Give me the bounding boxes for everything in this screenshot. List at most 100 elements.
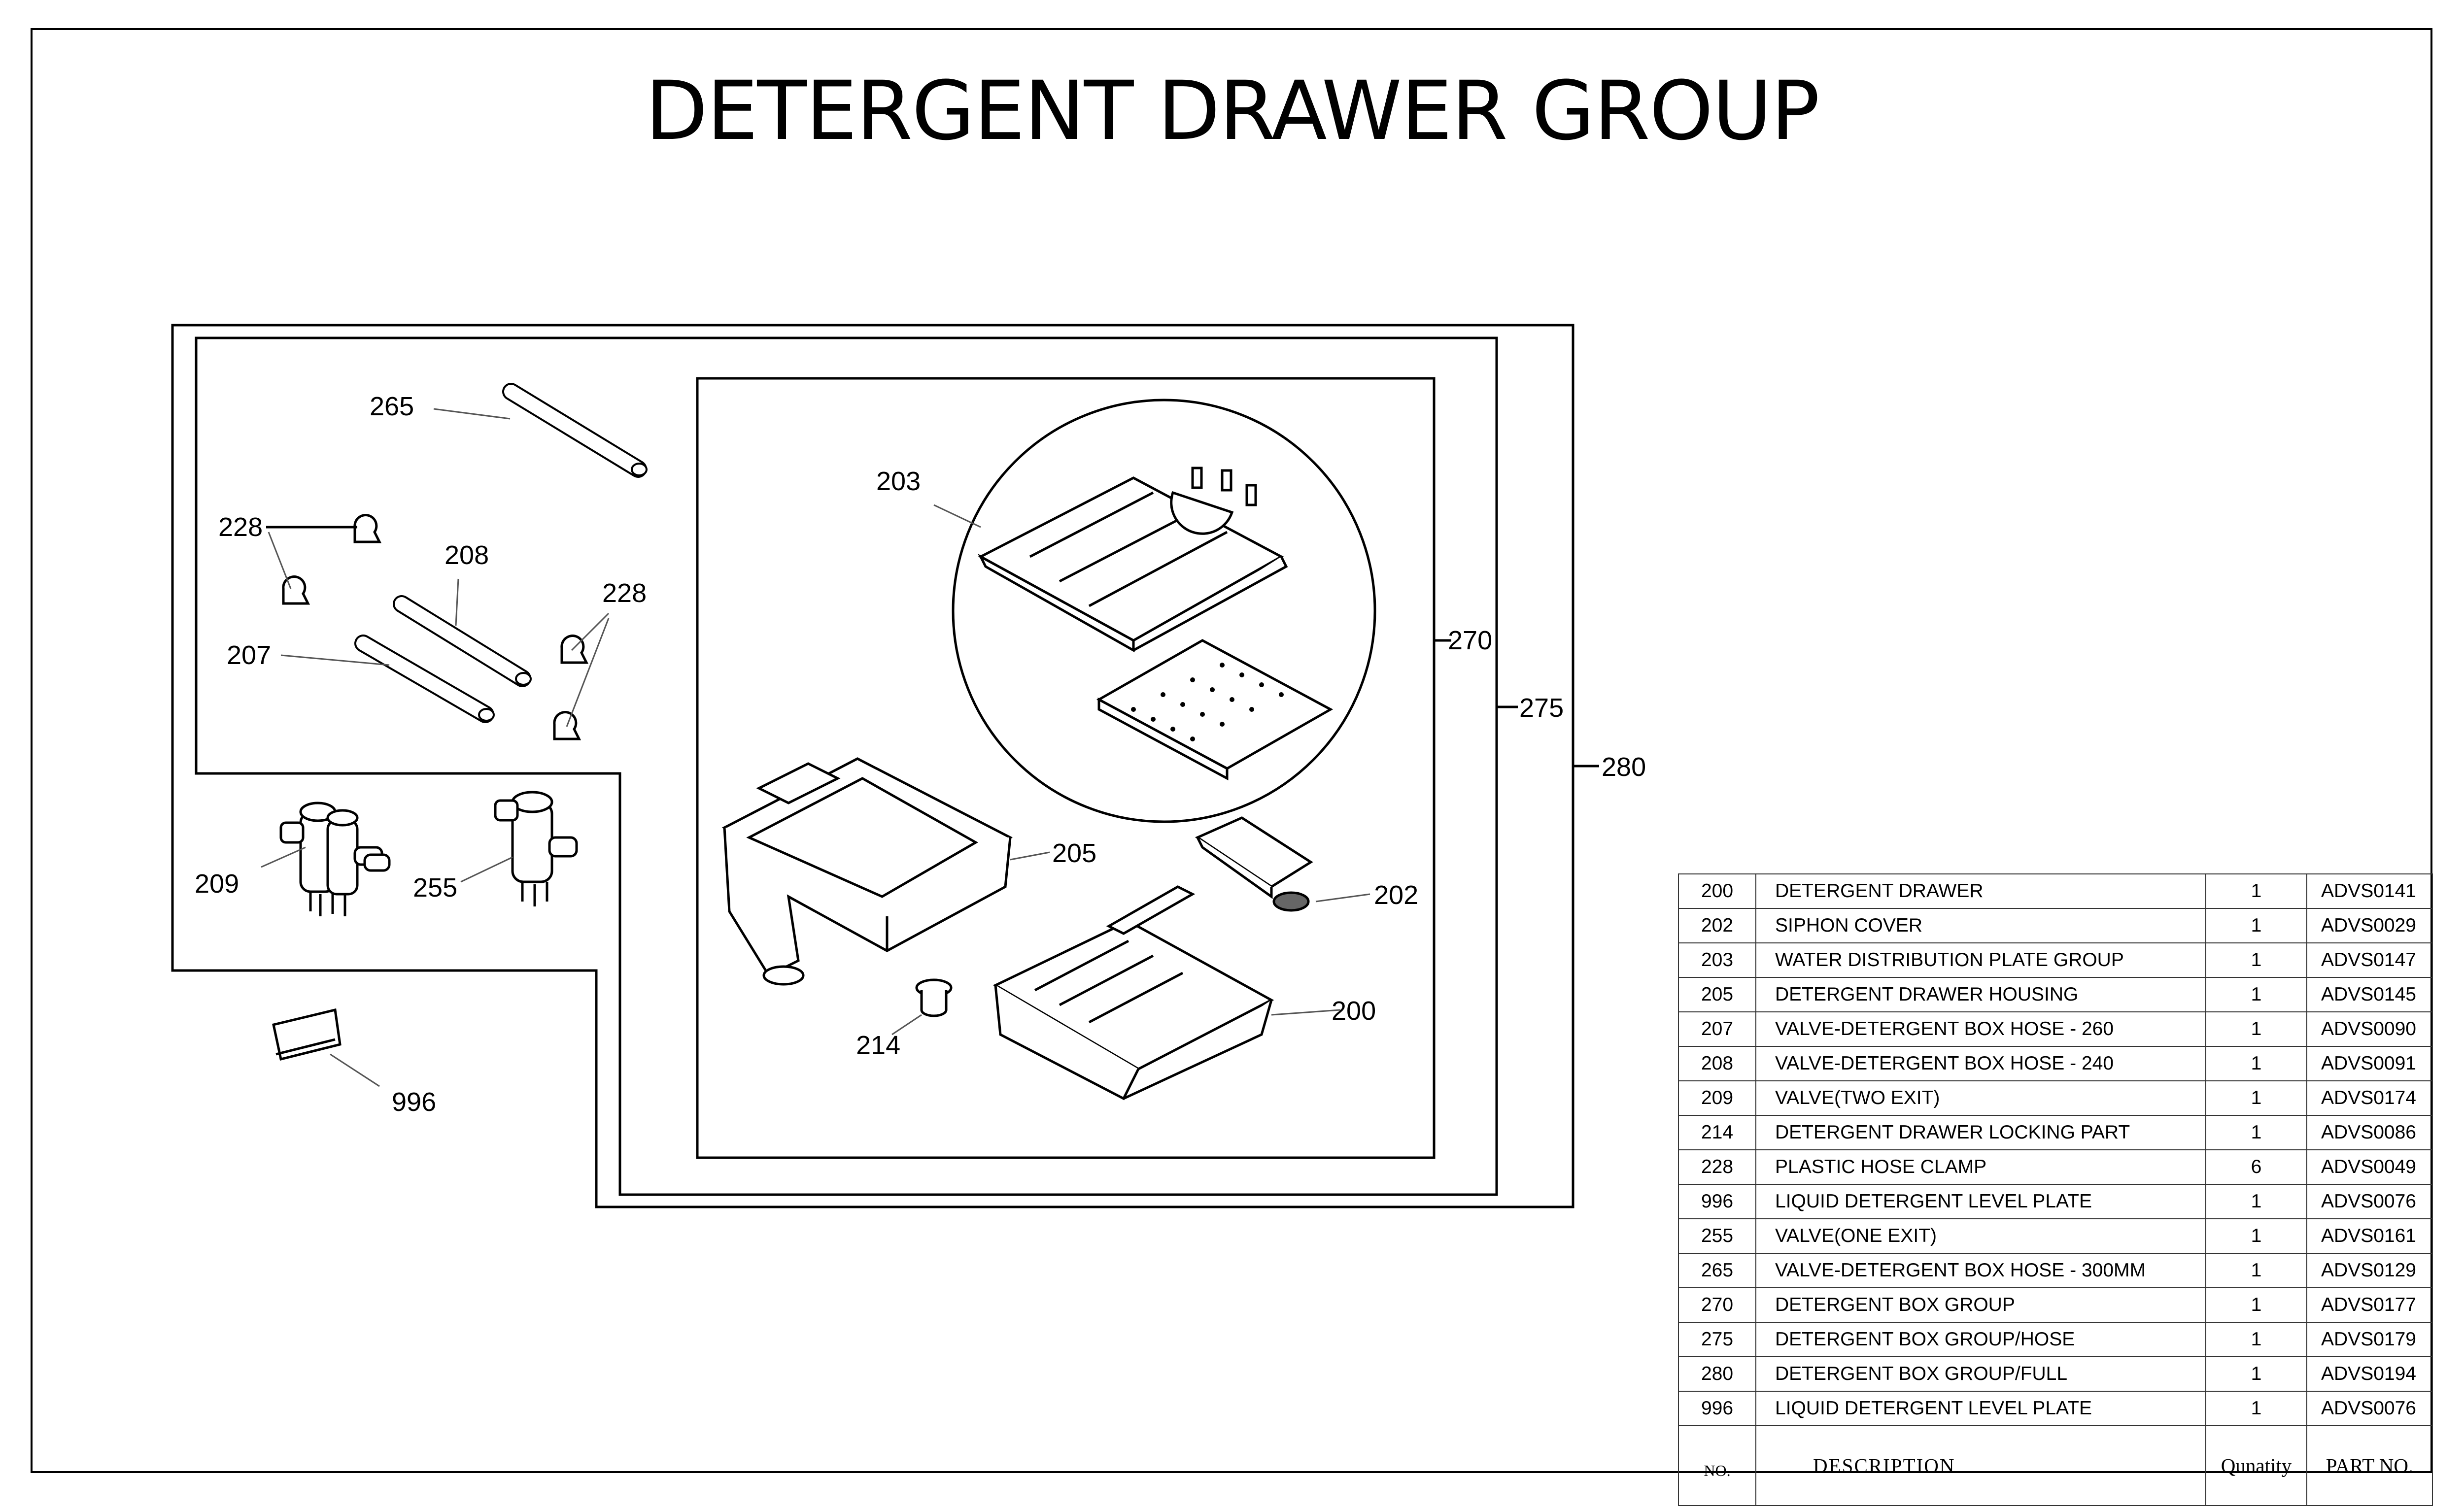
cell-part-no: ADVS0090: [2306, 1011, 2433, 1047]
cell-quantity: 1: [2205, 977, 2307, 1012]
callout-207: 207: [227, 640, 271, 670]
siphon-cover-202: [1195, 816, 1313, 912]
cell-part-no: ADVS0076: [2306, 1391, 2433, 1426]
cell-no: 996: [1678, 1391, 1756, 1426]
callout-265: 265: [370, 392, 414, 421]
cell-description: LIQUID DETERGENT LEVEL PLATE: [1755, 1391, 2206, 1426]
cell-no: 200: [1678, 873, 1756, 909]
cell-description: DETERGENT DRAWER: [1755, 873, 2206, 909]
cell-no: 275: [1678, 1322, 1756, 1357]
cell-description: VALVE-DETERGENT BOX HOSE - 260: [1755, 1011, 2206, 1047]
cell-description: DETERGENT BOX GROUP: [1755, 1287, 2206, 1323]
cell-no: 255: [1678, 1218, 1756, 1254]
cell-part-no: ADVS0145: [2306, 977, 2433, 1012]
callout-200: 200: [1332, 996, 1376, 1026]
cell-description: LIQUID DETERGENT LEVEL PLATE: [1755, 1184, 2206, 1219]
detergent-drawer-200: [992, 885, 1274, 1101]
level-plate-996: [272, 1008, 342, 1061]
cell-description: VALVE-DETERGENT BOX HOSE - 300MM: [1755, 1253, 2206, 1288]
drawing-frame: [31, 28, 2432, 1473]
cell-part-no: ADVS0179: [2306, 1322, 2433, 1357]
cell-quantity: 1: [2205, 1322, 2307, 1357]
callout-202: 202: [1374, 880, 1418, 910]
cell-description: VALVE(TWO EXIT): [1755, 1080, 2206, 1116]
callout-208: 208: [445, 540, 489, 570]
hose-265: [502, 383, 648, 478]
cell-quantity: 1: [2205, 1356, 2307, 1392]
cell-quantity: 1: [2205, 908, 2307, 943]
cell-no: 202: [1678, 908, 1756, 943]
callout-228: 228: [602, 578, 647, 608]
cell-part-no: ADVS0194: [2306, 1356, 2433, 1392]
cell-quantity: 1: [2205, 1287, 2307, 1323]
cell-part-no: ADVS0129: [2306, 1253, 2433, 1288]
cell-quantity: 1: [2205, 1184, 2307, 1219]
callout-280: 280: [1602, 752, 1646, 782]
callout-209: 209: [195, 869, 239, 899]
cell-quantity: 1: [2205, 1391, 2307, 1426]
cell-description: SIPHON COVER: [1755, 908, 2206, 943]
cell-description: DETERGENT DRAWER HOUSING: [1755, 977, 2206, 1012]
cell-description: DETERGENT BOX GROUP/FULL: [1755, 1356, 2206, 1392]
cell-part-no: ADVS0147: [2306, 942, 2433, 978]
callout-996: 996: [392, 1087, 436, 1117]
callout-228: 228: [218, 512, 263, 542]
cell-quantity: 1: [2205, 1253, 2307, 1288]
drawer-housing-205: [721, 757, 1013, 986]
cell-no: 265: [1678, 1253, 1756, 1288]
callout-214: 214: [856, 1031, 900, 1060]
cell-quantity: 1: [2205, 1218, 2307, 1254]
cell-quantity: 1: [2205, 942, 2307, 978]
cell-description: WATER DISTRIBUTION PLATE GROUP: [1755, 942, 2206, 978]
cell-no: 996: [1678, 1184, 1756, 1219]
header-description: DESCRIPTION: [1755, 1425, 2206, 1506]
detail-circle-203: [952, 399, 1376, 823]
cell-part-no: ADVS0161: [2306, 1218, 2433, 1254]
group-275-outline: [195, 336, 1498, 1196]
cell-description: PLASTIC HOSE CLAMP: [1755, 1149, 2206, 1185]
cell-part-no: ADVS0174: [2306, 1080, 2433, 1116]
locking-part-214: [915, 978, 953, 1017]
table-header-row: NO. DESCRIPTION Qunatity PART NO.: [1678, 1425, 2433, 1506]
cell-part-no: ADVS0029: [2306, 908, 2433, 943]
valve-two-exit-209: [279, 802, 391, 916]
header-no: NO.: [1678, 1425, 1756, 1506]
header-quantity: Qunatity: [2205, 1425, 2307, 1506]
cell-quantity: 1: [2205, 1011, 2307, 1047]
leader-lines: [261, 408, 1599, 1087]
cell-no: 280: [1678, 1356, 1756, 1392]
cell-no: 228: [1678, 1149, 1756, 1185]
hose-208: [393, 595, 532, 687]
cell-part-no: ADVS0091: [2306, 1046, 2433, 1081]
cell-quantity: 1: [2205, 1046, 2307, 1081]
cell-quantity: 1: [2205, 1080, 2307, 1116]
cell-quantity: 6: [2205, 1149, 2307, 1185]
cell-description: VALVE(ONE EXIT): [1755, 1218, 2206, 1254]
cell-part-no: ADVS0177: [2306, 1287, 2433, 1323]
cell-no: 205: [1678, 977, 1756, 1012]
cell-no: 209: [1678, 1080, 1756, 1116]
cell-description: VALVE-DETERGENT BOX HOSE - 240: [1755, 1046, 2206, 1081]
cell-no: 203: [1678, 942, 1756, 978]
cell-part-no: ADVS0049: [2306, 1149, 2433, 1185]
cell-description: DETERGENT DRAWER LOCKING PART: [1755, 1115, 2206, 1150]
group-280-outline: [171, 324, 1574, 1208]
callout-275: 275: [1519, 693, 1564, 723]
callout-270: 270: [1448, 626, 1492, 655]
